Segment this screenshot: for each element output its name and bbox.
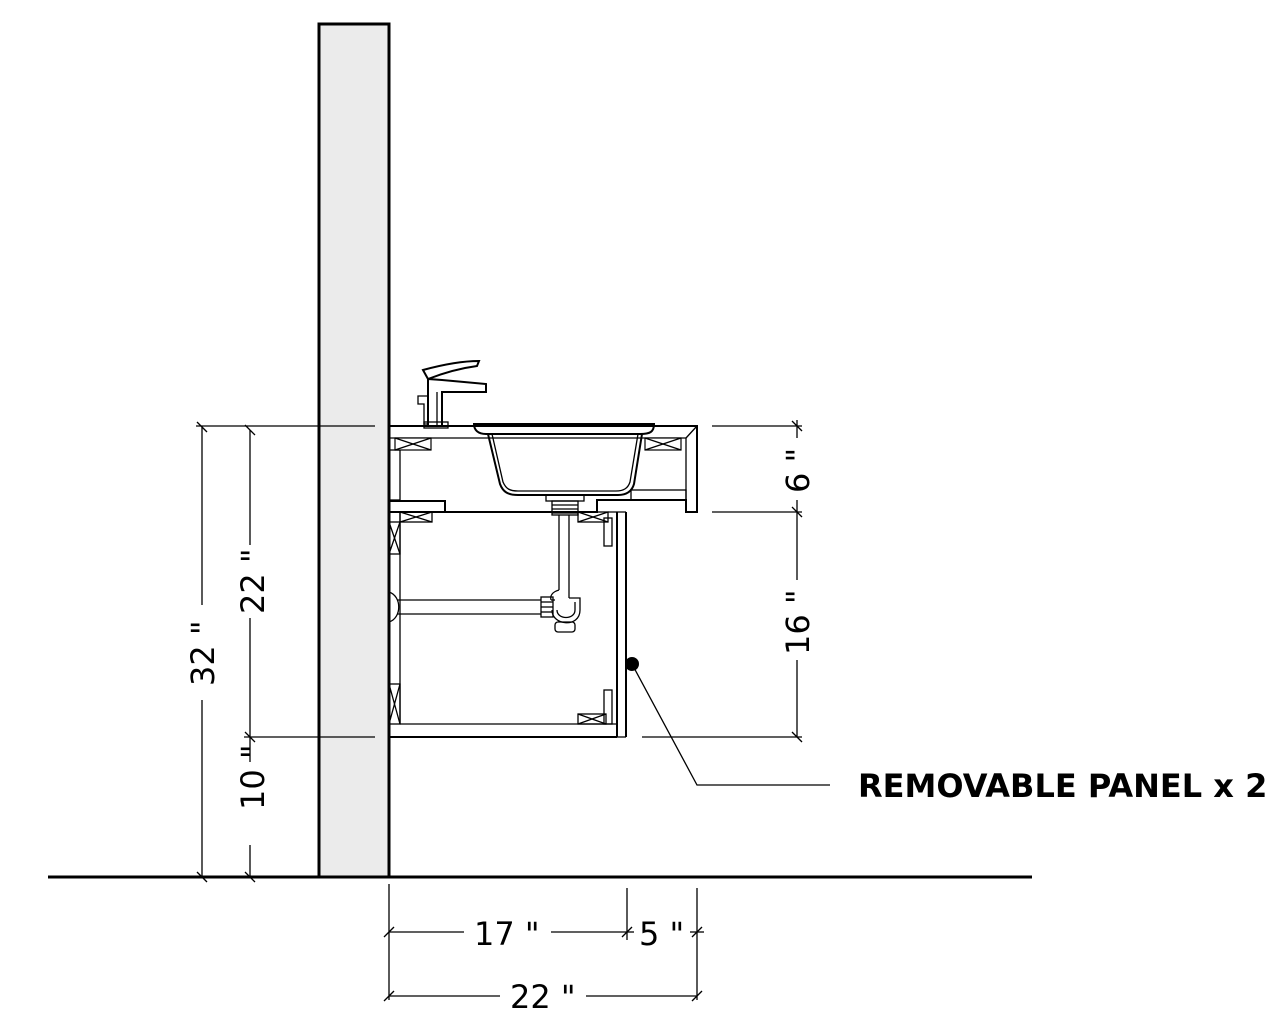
top-blocking-right <box>644 437 682 451</box>
dim-cabinet-depth: 16 " <box>642 512 817 743</box>
dim-countertop-depth: 6 " <box>712 420 817 518</box>
faucet-icon <box>417 359 487 429</box>
countertop <box>389 425 698 513</box>
removable-panel-callout: REMOVABLE PANEL x 2 <box>625 657 1267 805</box>
dim-overall-width-label: 22 " <box>510 978 576 1016</box>
top-blocking-left <box>394 437 432 451</box>
dim-total-height-label: 32 " <box>184 620 222 686</box>
dim-panel-offset-label: 5 " <box>639 915 684 953</box>
dim-countertop-depth-label: 6 " <box>779 448 817 493</box>
dim-floor-clearance-label: 10 " <box>234 744 272 810</box>
dim-cabinet-width: 17 " 5 " <box>383 884 704 1000</box>
dim-cabinet-height-label: 22 " <box>234 548 272 614</box>
dim-floor-clearance: 10 " <box>234 737 272 883</box>
dim-cabinet-depth-label: 16 " <box>779 589 817 655</box>
cabinet-top-rail <box>388 500 609 523</box>
wall <box>317 22 391 879</box>
p-trap-icon <box>388 500 581 633</box>
callout-label: REMOVABLE PANEL x 2 <box>858 767 1267 805</box>
cabinet-box <box>388 511 627 738</box>
dim-cabinet-height: 22 " <box>234 424 375 743</box>
sink-basin-icon <box>472 423 656 502</box>
dim-cabinet-width-label: 17 " <box>474 915 540 953</box>
dim-total-height: 32 " <box>184 421 375 883</box>
dim-overall-width: 22 " <box>383 978 703 1016</box>
